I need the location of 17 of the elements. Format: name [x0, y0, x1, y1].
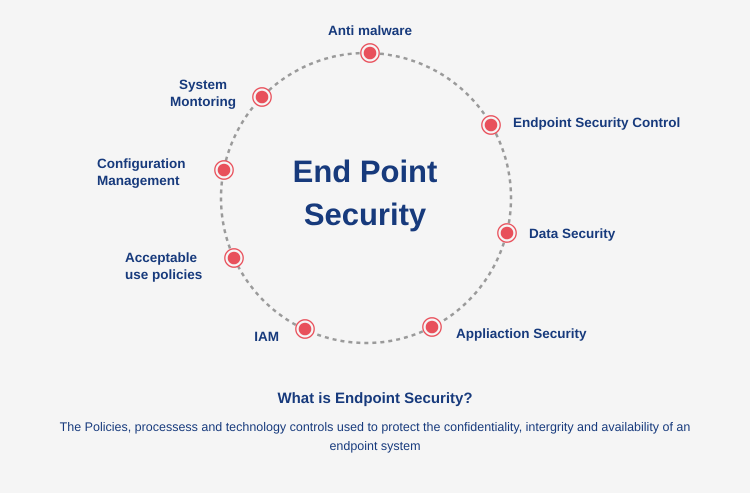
dashed-ring-arc [220, 180, 232, 249]
point-label: Appliaction Security [456, 325, 588, 342]
section-heading: What is Endpoint Security? [276, 390, 474, 407]
point-label: Endpoint Security Control [513, 114, 682, 131]
point-label: Anti malware [326, 22, 414, 39]
center-title: End Point Security [292, 153, 438, 234]
point-label: Configuration Management [97, 155, 186, 189]
point-label: System Montoring [169, 76, 237, 110]
dashed-ring-arc [494, 133, 512, 224]
dashed-ring-arc [237, 266, 296, 326]
dashed-ring-arc [224, 104, 256, 161]
dashed-ring-arc [268, 52, 360, 92]
point-label: Acceptable use policies [125, 249, 204, 283]
point-label: Data Security [529, 225, 616, 242]
description-paragraph: The Policies, processess and technology controls used to protect the confidentiality, intergrity and availability of an endpoint system [58, 419, 692, 455]
dashed-ring-arc [380, 52, 487, 118]
point-label: IAM [253, 328, 279, 345]
